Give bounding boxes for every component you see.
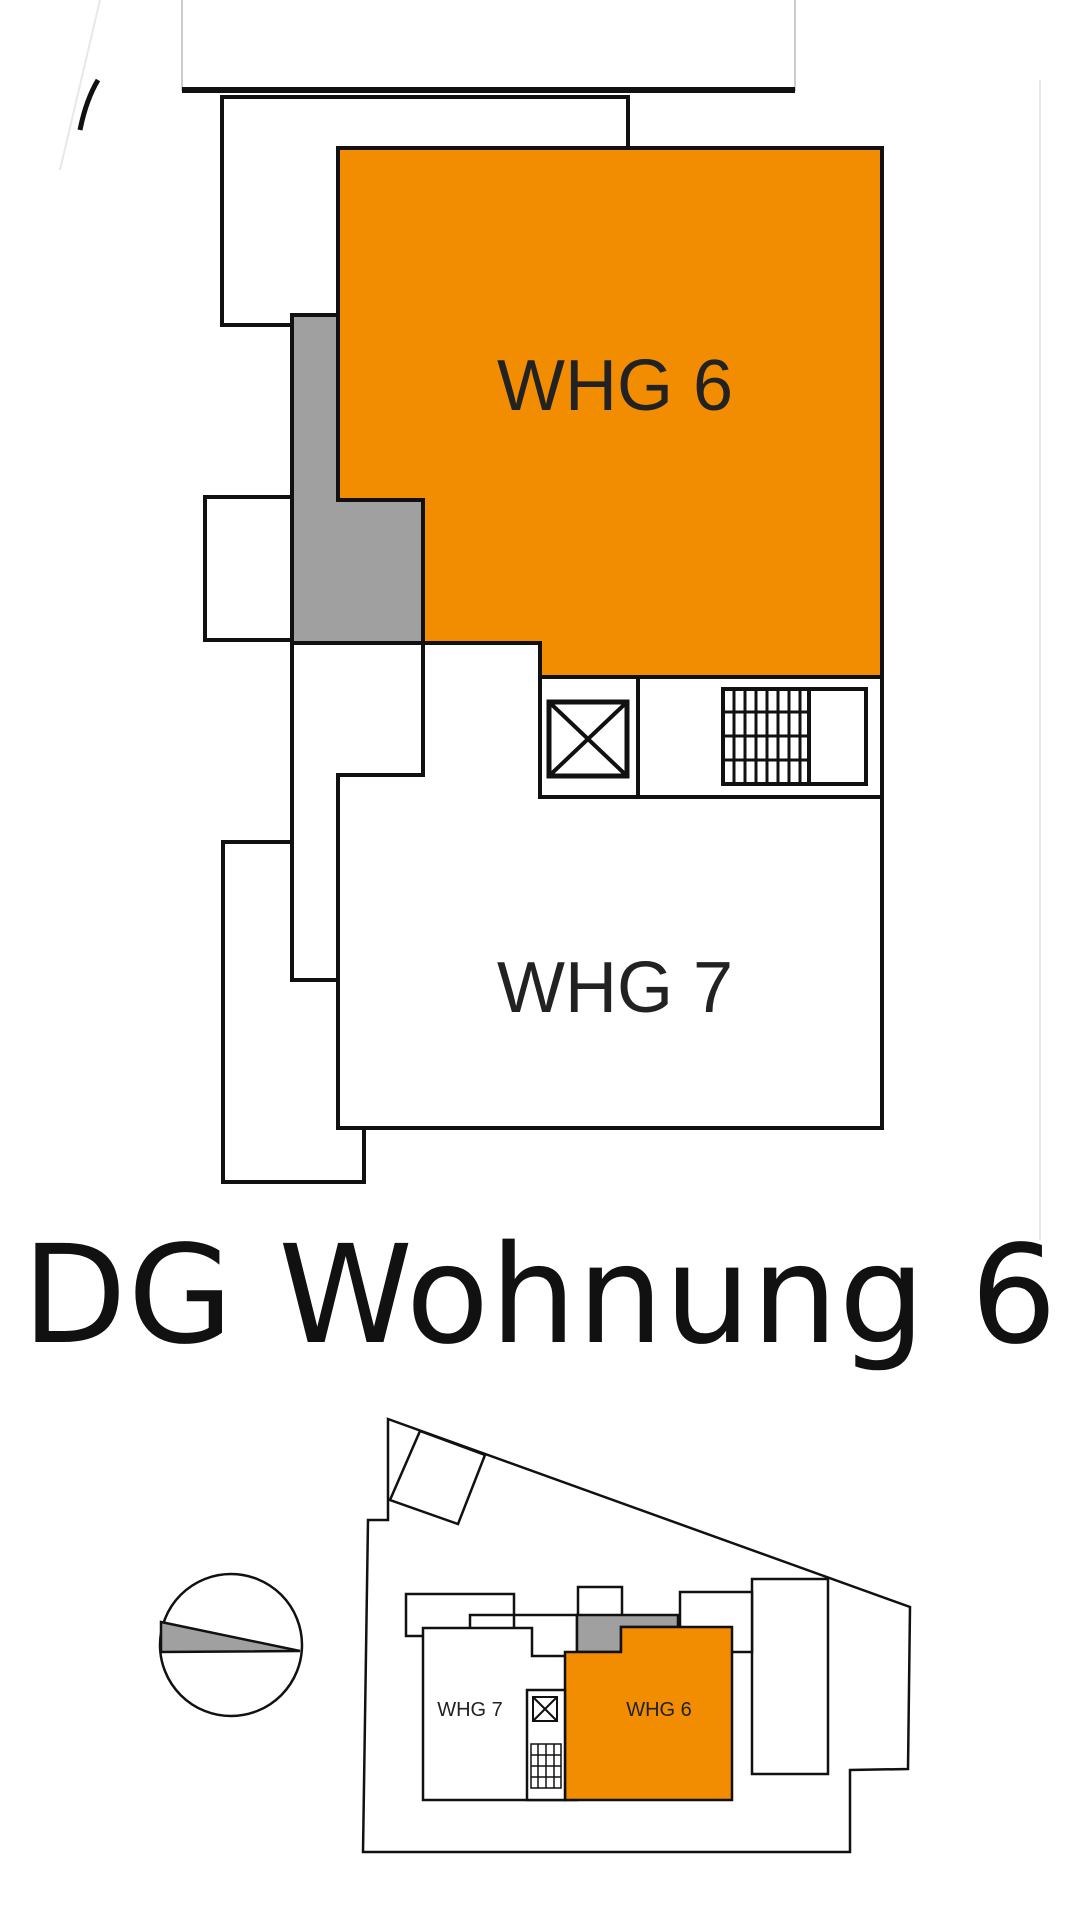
site-top-left-block <box>404 1592 516 1638</box>
site-whg7-area <box>421 1626 579 1802</box>
plan-corridor <box>290 643 338 982</box>
site-shared-area <box>575 1613 680 1654</box>
unit-whg7-label: WHG 7 <box>497 948 733 1028</box>
site-elevator-icon <box>532 1696 558 1722</box>
site-whg6-area <box>563 1625 734 1802</box>
site-tower <box>388 1429 487 1526</box>
plan-top-block <box>181 0 796 91</box>
plan-lower-left-block <box>221 840 366 1184</box>
plan-frame <box>59 0 1041 1240</box>
site-top-mid-block <box>576 1585 624 1619</box>
unit-whg6-label: WHG 6 <box>497 346 733 426</box>
site-whg7-label: WHG 7 <box>437 1699 503 1721</box>
site-outline <box>361 1417 912 1854</box>
plan-left-box <box>203 495 295 642</box>
site-stairs-icon <box>530 1743 562 1789</box>
site-whg6-label: WHG 6 <box>626 1699 692 1721</box>
compass-icon <box>158 1572 304 1718</box>
site-top-right-block <box>678 1590 754 1654</box>
plan-arc <box>77 78 101 131</box>
site-core <box>525 1688 567 1802</box>
site-right-block <box>750 1577 830 1776</box>
page-title: DG Wohnung 6 <box>22 1217 1058 1375</box>
floor-plan: WHG 6 WHG 7 <box>59 0 1041 1240</box>
stairs-icon <box>721 687 868 786</box>
elevator-icon <box>546 699 630 779</box>
site-whg7-top <box>468 1613 579 1656</box>
